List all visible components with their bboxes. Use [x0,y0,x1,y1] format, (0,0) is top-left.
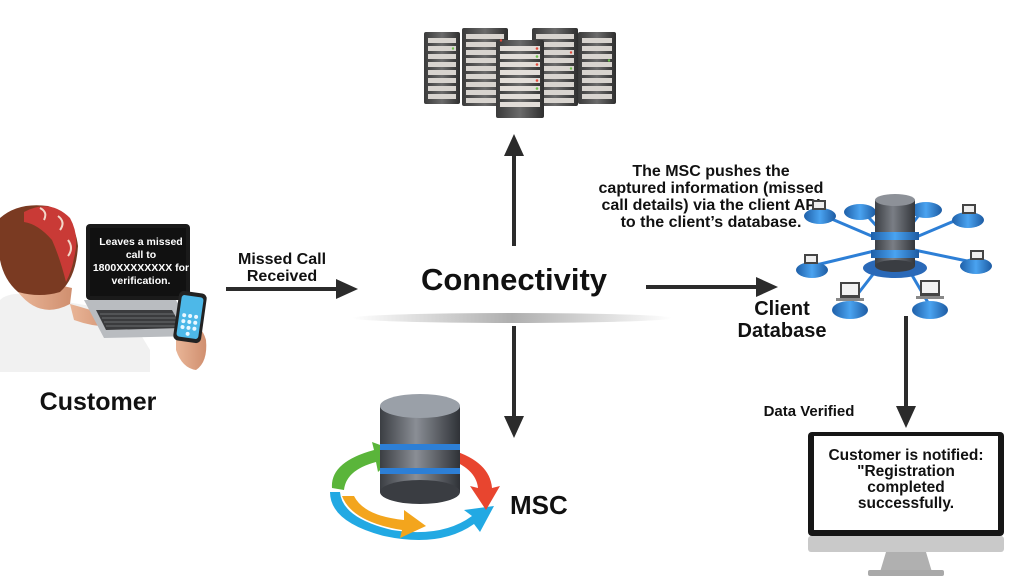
server-rack-icon [424,28,616,118]
arrow-connectivity-to-msc [504,326,524,438]
arrow-connectivity-to-servers [504,134,524,246]
msc-label: MSC [510,490,568,520]
node-right-top [952,204,984,228]
node-top-left [844,204,876,220]
data-verified-label: Data Verified [763,403,855,420]
arrow-connectivity-to-client-db [646,277,778,297]
msc-push-description: The MSC pushes the captured information … [598,163,824,231]
msc-database-cycle-icon [330,394,500,540]
arrow-client-db-to-monitor [896,316,916,428]
client-database-label: Client Database [737,298,827,342]
customer-label: Customer [39,388,157,416]
customer-photo [0,205,207,372]
connectivity-title: Connectivity [420,262,608,297]
arrow-customer-to-connectivity [226,279,358,299]
database-network-icon [796,194,992,319]
monitor-icon [808,432,1004,576]
node-top-right [910,202,942,218]
node-bottom-right [912,280,948,319]
monitor-notification-message: Customer is notified: "Registration comp… [828,447,984,512]
node-left [796,254,828,278]
node-left-top [804,200,836,224]
node-bottom-left [832,282,868,319]
missed-call-received-label: Missed Call Received [237,251,327,285]
connectivity-plate [352,313,672,323]
laptop-screen-text: Leaves a missed call to 1800XXXXXXXX for… [92,236,190,287]
node-right [960,250,992,274]
